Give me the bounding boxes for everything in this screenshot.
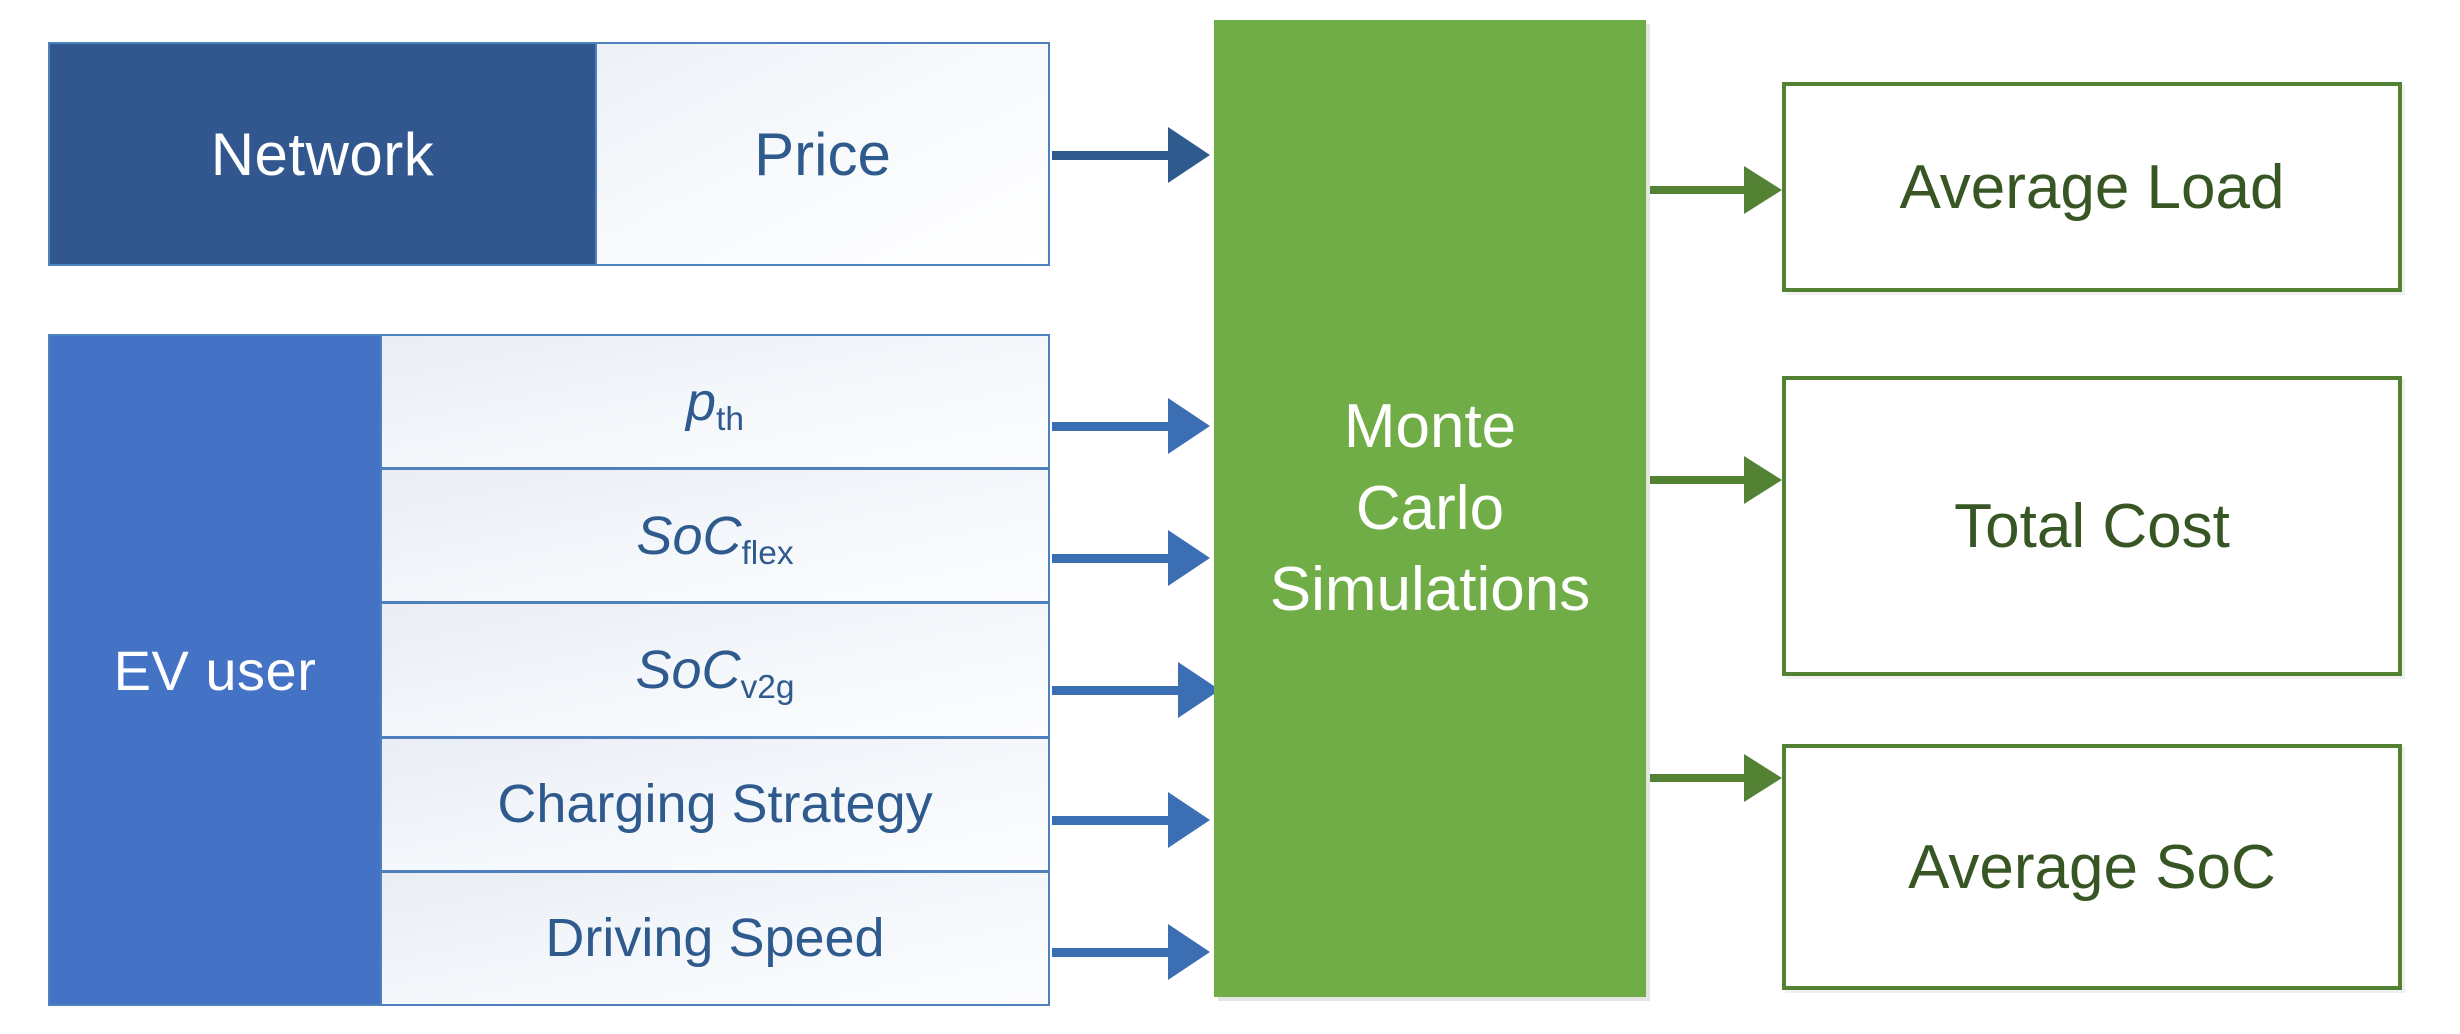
arrow-head [1168, 924, 1210, 980]
arrow-head [1168, 530, 1210, 586]
output-total-cost: Total Cost [1782, 376, 2402, 676]
arrow-shaft [1052, 947, 1170, 957]
network-parameter-price: Price [595, 44, 1048, 264]
network-input-block: Network Price [48, 42, 1050, 266]
arrow-shaft [1052, 685, 1180, 695]
arrow-head [1744, 166, 1782, 214]
ev-parameter-p-th: pth [382, 336, 1048, 471]
ev-parameter-p-th-text: pth [686, 371, 744, 438]
monte-carlo-simulations-block: Monte Carlo Simulations [1214, 20, 1646, 997]
arrow-head [1744, 754, 1782, 802]
arrow-shaft [1052, 553, 1170, 563]
monte-carlo-line-1: Monte [1343, 391, 1517, 461]
arrow-head [1168, 792, 1210, 848]
arrow-head [1168, 398, 1210, 454]
ev-parameter-soc-flex-text: SoCflex [636, 505, 794, 572]
arrow-shaft [1052, 150, 1170, 160]
ev-parameter-driving-speed: Driving Speed [382, 872, 1048, 1005]
arrow-shaft [1650, 774, 1746, 782]
arrow-shaft [1650, 476, 1746, 484]
arrow-shaft [1052, 421, 1170, 431]
monte-carlo-label: Monte Carlo Simulations [1270, 386, 1590, 631]
monte-carlo-line-2: Carlo [1355, 473, 1505, 543]
arrow-head [1168, 127, 1210, 183]
arrow-shaft [1650, 186, 1746, 194]
output-average-load: Average Load [1782, 82, 2402, 292]
arrow-shaft [1052, 815, 1170, 825]
network-source-label: Network [50, 44, 595, 264]
monte-carlo-line-3: Simulations [1269, 555, 1591, 625]
output-average-soc: Average SoC [1782, 744, 2402, 990]
ev-parameter-soc-flex: SoCflex [382, 470, 1048, 605]
arrow-head [1178, 662, 1220, 718]
ev-user-parameter-list: pth SoCflex SoCv2g Charging Strategy Dri… [380, 336, 1048, 1005]
ev-parameter-soc-v2g-text: SoCv2g [635, 640, 795, 707]
ev-parameter-soc-v2g: SoCv2g [382, 604, 1048, 739]
ev-user-input-block: EV user pth SoCflex SoCv2g Charging Stra… [48, 334, 1050, 1006]
ev-parameter-charging-strategy: Charging Strategy [382, 738, 1048, 873]
ev-user-source-label: EV user [50, 336, 380, 1004]
arrow-head [1744, 456, 1782, 504]
